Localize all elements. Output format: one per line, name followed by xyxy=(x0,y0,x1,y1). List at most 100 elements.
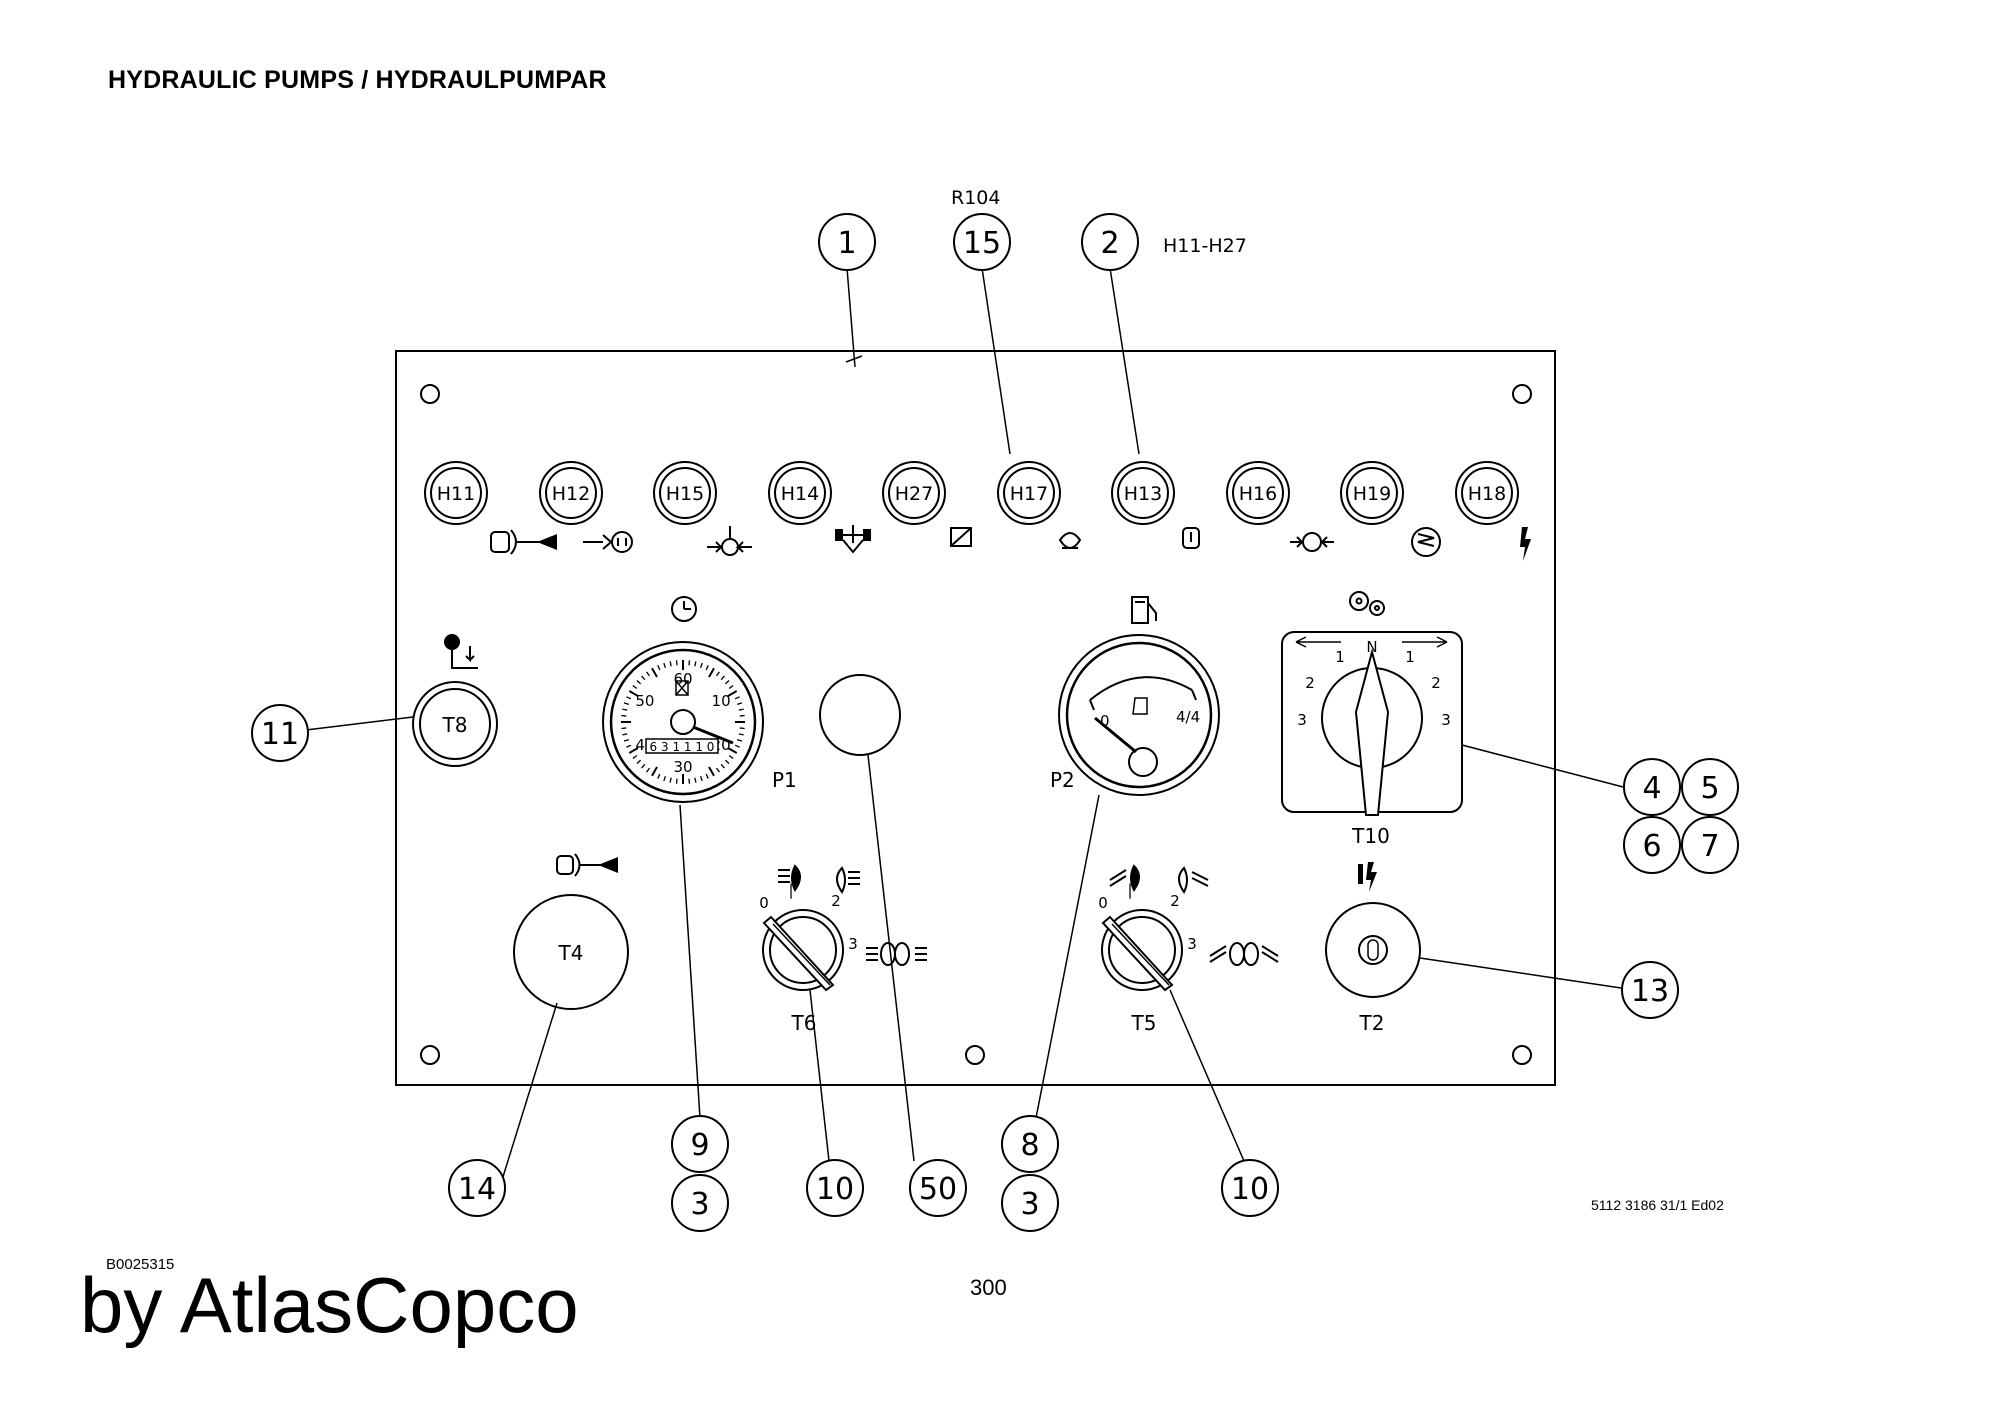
callout-number: 5 xyxy=(1700,771,1719,806)
callout-number: 15 xyxy=(963,226,1001,261)
tachometer-tick-label: 50 xyxy=(635,692,654,710)
lamp-symbol-row xyxy=(490,525,1531,561)
oil-temperature-symbol-icon xyxy=(707,526,752,556)
callout-11: 11 xyxy=(251,704,309,762)
leader-lines xyxy=(305,267,1628,1181)
callout-6: 6 xyxy=(1623,816,1681,874)
callout-8: 8 xyxy=(1001,1115,1059,1173)
drawing-number: 5112 3186 31/1 Ed02 xyxy=(1591,1197,1724,1213)
t10-position-label: 1 xyxy=(1335,648,1345,666)
fuel-full-mark: 4/4 xyxy=(1176,708,1200,726)
t10-position-label: 1 xyxy=(1405,648,1415,666)
indicator-lamp-label: H14 xyxy=(781,483,819,505)
indicator-lamp-h27: H27 xyxy=(882,461,946,525)
switch-position-label: 0 xyxy=(1098,894,1108,912)
callout-2: 2 xyxy=(1081,213,1139,271)
indicator-lamp-h19: H19 xyxy=(1340,461,1404,525)
callout-10: 10 xyxy=(1221,1159,1279,1217)
switch-position-label: | xyxy=(788,881,793,899)
brand-logo-text: by AtlasCopco xyxy=(80,1261,579,1349)
indicator-lamp-label: H11 xyxy=(437,483,475,505)
t5-label: T5 xyxy=(1131,1011,1157,1035)
document-id: B0025315 xyxy=(106,1256,175,1273)
t4-label: T4 xyxy=(558,941,584,965)
indicator-lamp-label: H17 xyxy=(1010,483,1048,505)
indicator-lamp-h14: H14 xyxy=(768,461,832,525)
callout-number: 10 xyxy=(816,1172,854,1207)
engine-temperature-symbol-icon xyxy=(1182,527,1200,549)
indicator-lamp-label: H13 xyxy=(1124,483,1162,505)
electrical-fault-symbol-icon xyxy=(1520,527,1531,561)
fuel-empty-mark: 0 xyxy=(1100,712,1110,730)
callout-15: 15 xyxy=(953,213,1011,271)
callout-number: 3 xyxy=(1020,1187,1039,1222)
hydraulic-filter-symbol-icon xyxy=(835,525,871,554)
callout-number: 2 xyxy=(1100,226,1119,261)
r104-label: R104 xyxy=(951,187,1000,209)
indicator-lamp-row: H11 H12 H15 H14 H27 H17 H13 H16 H19 H18 xyxy=(424,461,1519,525)
callout-10: 10 xyxy=(806,1159,864,1217)
t10-position-label: 3 xyxy=(1441,711,1451,729)
indicator-lamp-h11: H11 xyxy=(424,461,488,525)
callout-number: 7 xyxy=(1700,829,1719,864)
callout-5: 5 xyxy=(1681,758,1739,816)
callout-9: 9 xyxy=(671,1115,729,1173)
t8-label: T8 xyxy=(442,713,468,737)
switch-position-label: 3 xyxy=(1187,935,1197,953)
tachometer-tick-label: 30 xyxy=(673,758,692,776)
t4-button[interactable]: T4 xyxy=(513,894,629,1010)
t2-key-switch[interactable] xyxy=(1325,902,1421,998)
brake-pressure-symbol-icon xyxy=(583,531,633,553)
fuel-pump-icon xyxy=(1132,697,1148,715)
indicator-lamp-label: H27 xyxy=(895,483,933,505)
callout-13: 13 xyxy=(1621,961,1679,1019)
t10-position-label: 2 xyxy=(1431,674,1441,692)
callout-7: 7 xyxy=(1681,816,1739,874)
callout-4: 4 xyxy=(1623,758,1681,816)
indicator-lamp-label: H19 xyxy=(1353,483,1391,505)
p2-label: P2 xyxy=(1050,768,1075,792)
callout-3: 3 xyxy=(671,1174,729,1232)
mounting-holes xyxy=(420,384,1532,1065)
gear-symbol-icon xyxy=(1349,591,1385,616)
indicator-lamp-label: H18 xyxy=(1468,483,1506,505)
page-number: 300 xyxy=(970,1275,1007,1300)
callout-number: 1 xyxy=(837,226,856,261)
t10-position-label: 2 xyxy=(1305,674,1315,692)
t8-button[interactable]: T8 xyxy=(412,681,498,767)
t5-rotary-switch[interactable]: 0|23 xyxy=(1098,881,1197,992)
switch-position-label: 3 xyxy=(848,935,858,953)
coolant-temperature-symbol-icon xyxy=(1058,532,1082,549)
parking-brake-symbol-icon xyxy=(490,529,557,555)
level-symbol-icon xyxy=(950,527,972,547)
t10-position-label: 3 xyxy=(1297,711,1307,729)
fuel-gauge-p2: 0 4/4 xyxy=(1058,634,1220,796)
engine-oil-symbol-icon xyxy=(1290,532,1334,552)
indicator-lamp-label: H16 xyxy=(1239,483,1277,505)
callout-number: 10 xyxy=(1231,1172,1269,1207)
callout-number: 8 xyxy=(1020,1128,1039,1163)
hour-counter: 6 3 1 1 1 0 xyxy=(650,740,715,754)
power-symbol-icon xyxy=(1358,862,1377,892)
blank-gauge-position xyxy=(819,674,901,756)
indicator-lamp-label: H15 xyxy=(666,483,704,505)
clock-icon xyxy=(671,596,697,622)
callout-number: 3 xyxy=(690,1187,709,1222)
callout-number: 11 xyxy=(261,717,299,752)
indicator-lamp-h12: H12 xyxy=(539,461,603,525)
air-filter-symbol-icon xyxy=(1411,527,1441,557)
indicator-lamp-h18: H18 xyxy=(1455,461,1519,525)
t2-label: T2 xyxy=(1359,1011,1385,1035)
callout-number: 6 xyxy=(1642,829,1661,864)
indicator-lamp-label: H12 xyxy=(552,483,590,505)
t5-position-symbols xyxy=(1109,864,1279,966)
callout-number: 13 xyxy=(1631,974,1669,1009)
callout-number: 14 xyxy=(458,1172,496,1207)
t6-position-symbols xyxy=(778,864,927,966)
hydraulic-lift-symbol-icon xyxy=(444,634,478,669)
t6-rotary-switch[interactable]: 0|23 xyxy=(759,881,858,992)
callout-number: 9 xyxy=(690,1128,709,1163)
fuel-pump-icon xyxy=(1131,596,1157,624)
